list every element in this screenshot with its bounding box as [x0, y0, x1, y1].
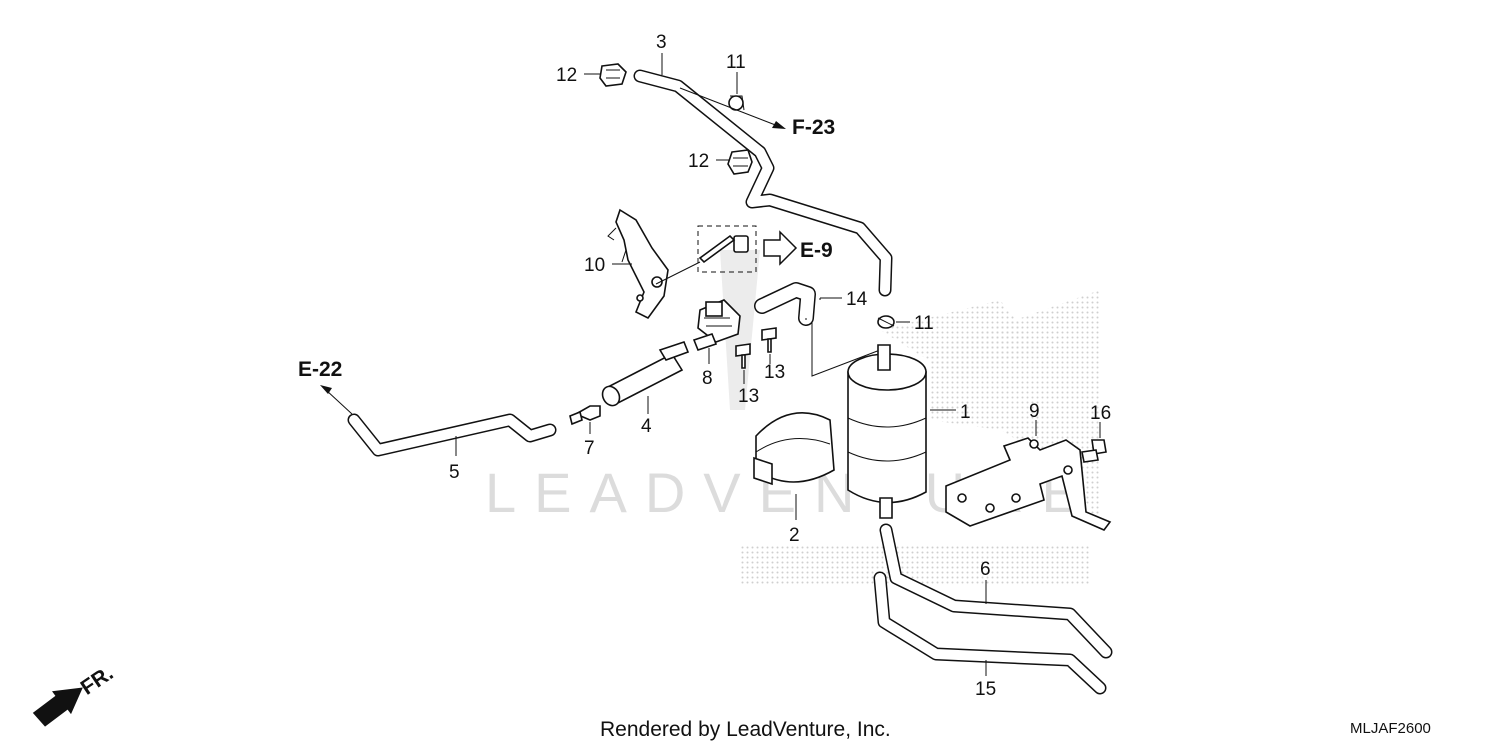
- leader-e22: [325, 389, 353, 415]
- bolt-detail-box: [697, 225, 757, 273]
- ref-e9[interactable]: E-9: [800, 239, 833, 262]
- callout-8[interactable]: 8: [702, 368, 713, 389]
- ref-e22[interactable]: E-22: [298, 358, 342, 381]
- bolt-16[interactable]: [1081, 439, 1107, 463]
- callout-6[interactable]: 6: [980, 559, 991, 580]
- callout-12-top[interactable]: 12: [556, 65, 577, 86]
- callout-11-canister[interactable]: 11: [914, 313, 934, 334]
- hose-14[interactable]: [754, 282, 816, 326]
- callout-13b[interactable]: 13: [738, 386, 759, 407]
- front-arrow-icon: [32, 687, 83, 727]
- clamp-11-canister[interactable]: [877, 315, 895, 329]
- connector-7[interactable]: [569, 405, 601, 426]
- hose-6[interactable]: [879, 523, 1113, 659]
- bracket-9[interactable]: [945, 437, 1112, 531]
- callout-9[interactable]: 9: [1029, 401, 1040, 422]
- leader-bolt: [655, 261, 701, 285]
- leader-f23: [679, 87, 779, 127]
- callout-14[interactable]: 14: [846, 289, 868, 310]
- e22-arrow-icon: [320, 385, 332, 394]
- clip-12-mid[interactable]: [727, 149, 753, 175]
- callout-1[interactable]: 1: [960, 402, 971, 423]
- hose-15[interactable]: [873, 571, 1107, 695]
- strap-2[interactable]: [753, 412, 835, 486]
- screw-13a[interactable]: [761, 327, 777, 353]
- callout-4[interactable]: 4: [641, 416, 652, 437]
- hose-3[interactable]: [633, 69, 893, 297]
- clamp-11-top[interactable]: [728, 95, 745, 111]
- footer-credit: Rendered by LeadVenture, Inc.: [600, 718, 891, 741]
- callout-2[interactable]: 2: [789, 525, 800, 546]
- callout-15[interactable]: 15: [975, 679, 996, 700]
- bracket-10[interactable]: [607, 208, 669, 320]
- ref-f23[interactable]: F-23: [792, 116, 835, 139]
- clip-12-top[interactable]: [599, 63, 627, 87]
- leader-14-canister: [805, 298, 881, 377]
- front-label: FR.: [77, 662, 118, 700]
- e9-arrow-icon: [763, 230, 798, 266]
- screw-13b[interactable]: [735, 343, 751, 369]
- callout-3[interactable]: 3: [656, 32, 667, 53]
- diagram-code: MLJAF2600: [1350, 720, 1431, 737]
- watermark-logo: [720, 250, 1100, 585]
- bolt-e9[interactable]: [698, 234, 749, 264]
- callout-10[interactable]: 10: [584, 255, 605, 276]
- callout-5[interactable]: 5: [449, 462, 460, 483]
- hose-5[interactable]: [347, 413, 557, 457]
- callout-16[interactable]: 16: [1090, 403, 1111, 424]
- f23-arrow-icon: [772, 121, 786, 129]
- canister-1[interactable]: [847, 344, 927, 519]
- callout-13a[interactable]: 13: [764, 362, 785, 383]
- callout-11-top[interactable]: 11: [726, 52, 746, 73]
- callout-7[interactable]: 7: [584, 438, 595, 459]
- callout-12-mid[interactable]: 12: [688, 151, 709, 172]
- valve-8[interactable]: [692, 299, 741, 351]
- tube-4[interactable]: [599, 341, 690, 409]
